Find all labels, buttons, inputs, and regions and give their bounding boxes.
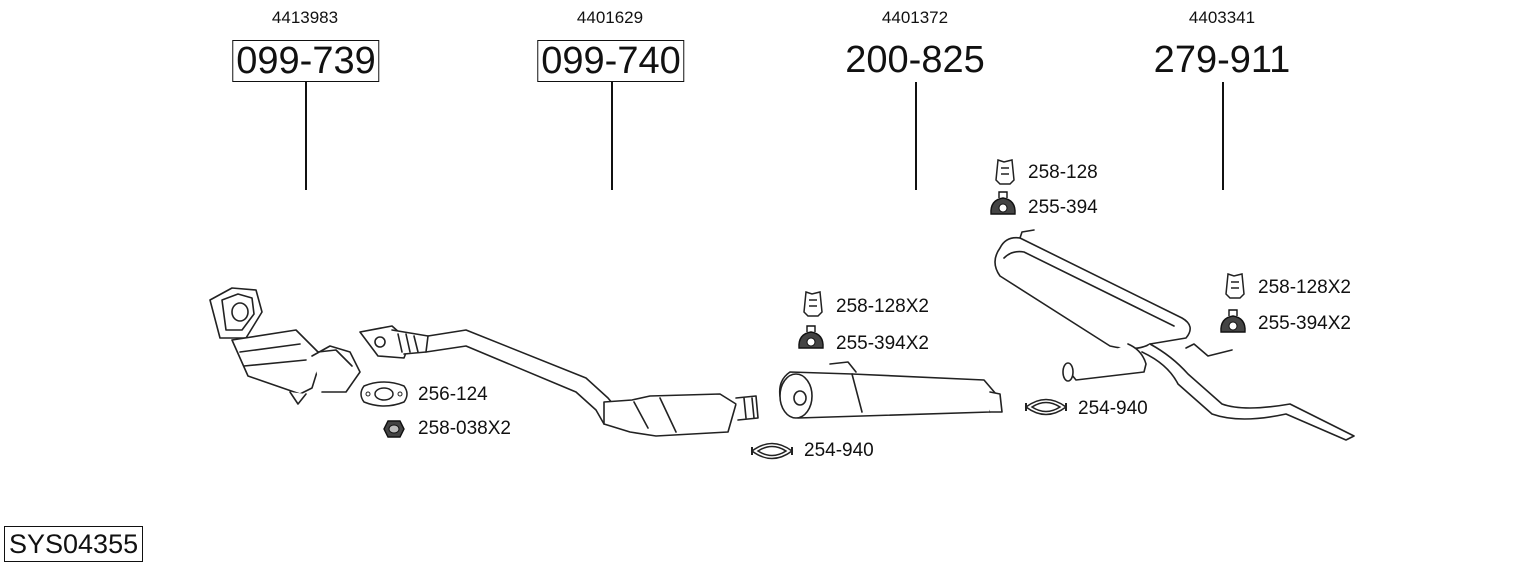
gasket-icon	[360, 381, 408, 407]
leader-line-3	[915, 82, 917, 190]
rubber-mount-icon	[798, 325, 824, 349]
bracket-icon	[803, 290, 823, 317]
part-drawing-099-739	[209, 287, 361, 405]
oe-number-4: 4403341	[1188, 8, 1256, 27]
rubber-mount-icon	[990, 191, 1016, 215]
part-drawing-200-825	[778, 361, 1003, 419]
oe-number-3: 4401372	[881, 8, 949, 27]
accessory-label[interactable]: 258-038X2	[418, 418, 511, 439]
nut-icon	[383, 420, 405, 438]
clamp-icon	[1024, 398, 1068, 416]
part-number-4[interactable]: 279-911	[1153, 39, 1291, 81]
part-number-1[interactable]: 099-739	[232, 40, 380, 82]
bracket-icon	[995, 158, 1015, 185]
oe-number-2: 4401629	[576, 8, 644, 27]
clamp-icon	[750, 442, 794, 460]
accessory-label[interactable]: 255-394X2	[836, 333, 929, 354]
accessory-label[interactable]: 258-128X2	[1258, 277, 1351, 298]
accessory-label[interactable]: 254-940	[804, 440, 874, 461]
part-number-2[interactable]: 099-740	[537, 40, 685, 82]
part-drawing-099-740	[359, 325, 759, 437]
oe-number-1: 4413983	[271, 8, 339, 27]
part-drawing-279-911	[994, 229, 1355, 441]
accessory-label[interactable]: 258-128X2	[836, 296, 929, 317]
accessory-label[interactable]: 256-124	[418, 384, 488, 405]
leader-line-4	[1222, 82, 1224, 190]
accessory-label[interactable]: 258-128	[1028, 162, 1098, 183]
leader-line-2	[611, 82, 613, 190]
leader-line-1	[305, 82, 307, 190]
accessory-label[interactable]: 255-394	[1028, 197, 1098, 218]
part-number-3[interactable]: 200-825	[845, 39, 985, 81]
rubber-mount-icon	[1220, 309, 1246, 333]
accessory-label[interactable]: 255-394X2	[1258, 313, 1351, 334]
bracket-icon	[1225, 272, 1245, 299]
accessory-label[interactable]: 254-940	[1078, 398, 1148, 419]
system-code: SYS04355	[4, 526, 144, 562]
